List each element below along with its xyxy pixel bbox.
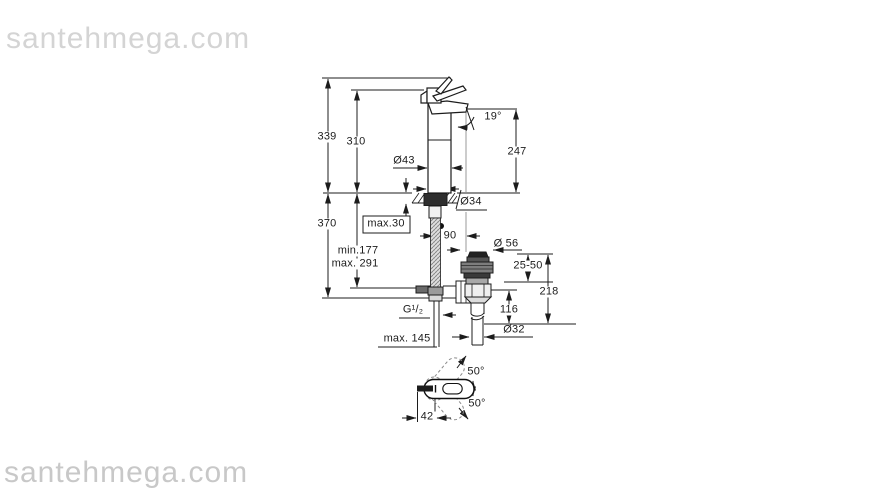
- dim-tailpipe-diameter: Ø32: [503, 323, 525, 336]
- dim-deck-thickness: max.30: [367, 217, 405, 230]
- dim-tailpipe-length: 116: [497, 303, 521, 316]
- supply-hose-assembly: [415, 193, 448, 347]
- dim-swivel-upper: 50°: [467, 365, 485, 378]
- handle-lower-blade: [431, 85, 467, 102]
- dim-handle-offset: 42: [418, 410, 436, 423]
- dim-thread-size: G¹/₂: [402, 303, 424, 316]
- watermark-top: santehmega.com: [6, 22, 251, 55]
- pop-up-drain: [443, 251, 494, 346]
- dim-overall-height: 339: [315, 130, 339, 143]
- dim-spout-angle: 19°: [484, 110, 502, 123]
- dim-hose-depth: max. 145: [383, 332, 431, 345]
- dim-body-diameter: Ø43: [393, 154, 415, 167]
- swivel-outline-lower: [424, 376, 465, 421]
- dim-basin-range: 25-50: [511, 259, 545, 272]
- dim-hose-max: max. 291: [329, 257, 381, 270]
- handle-upper-blade: [435, 76, 453, 95]
- handle-plan-view: [417, 357, 475, 421]
- dim-body-height: 310: [344, 135, 368, 148]
- faucet-side-view: [420, 76, 475, 194]
- watermark-bottom: santehmega.com: [4, 456, 249, 489]
- dim-spout-projection: 90: [441, 229, 459, 242]
- dim-hose-min: min.177: [335, 244, 381, 257]
- dim-spout-height: 247: [505, 145, 529, 158]
- dim-flange-diameter: Ø 56: [493, 237, 519, 250]
- dim-drain-height: 218: [537, 285, 561, 298]
- dim-swivel-lower: 50°: [468, 397, 486, 410]
- dim-under-deck: 370: [315, 217, 339, 230]
- dim-shank-diameter: Ø34: [460, 195, 482, 208]
